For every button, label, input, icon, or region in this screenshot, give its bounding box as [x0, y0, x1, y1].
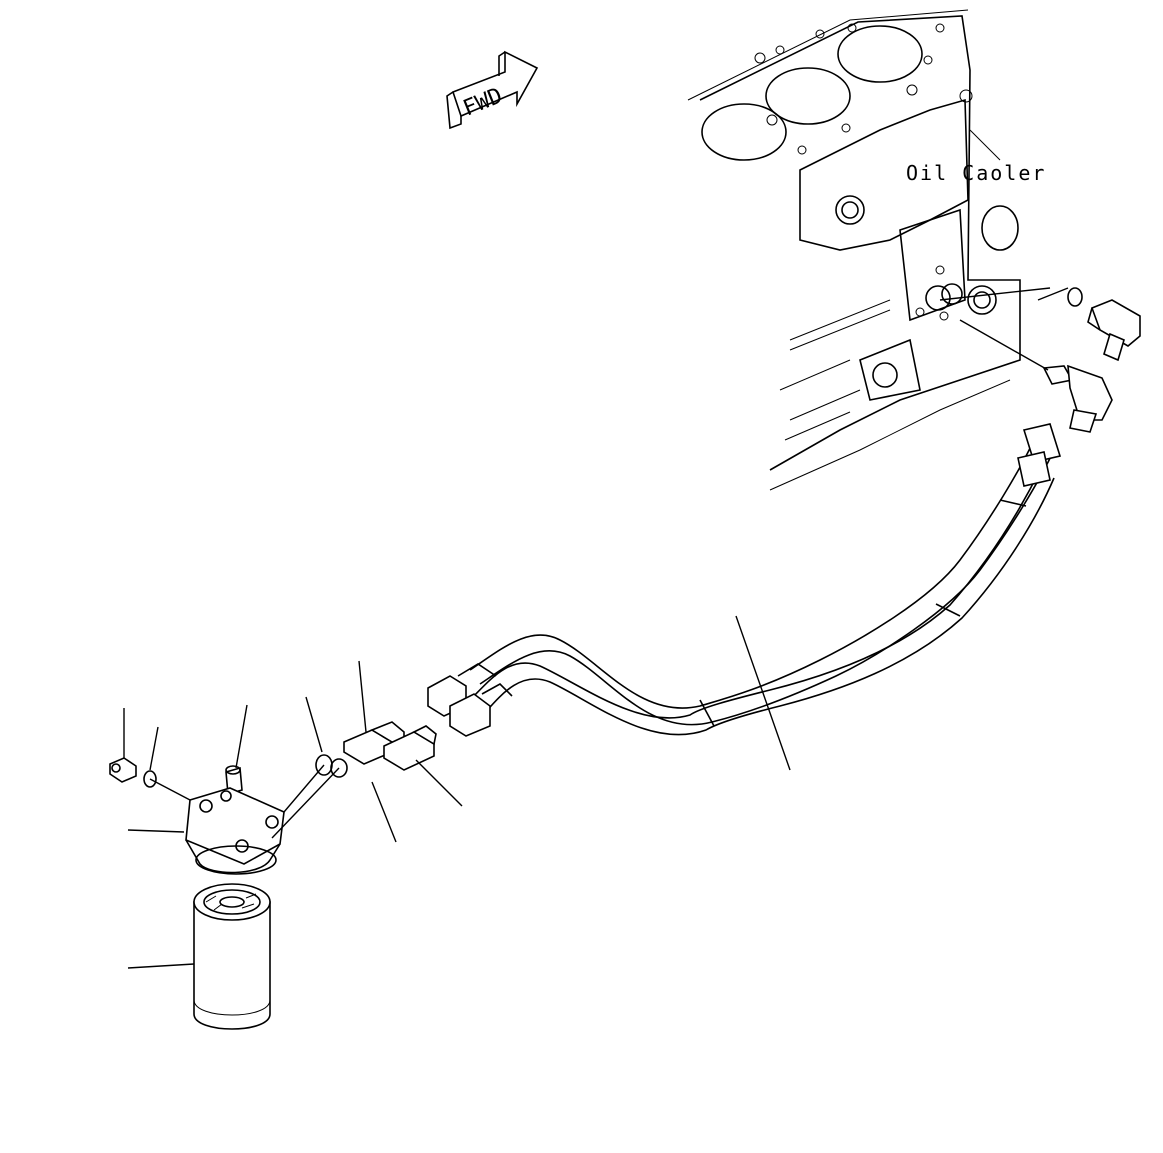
- engine-block: [687, 9, 1021, 491]
- straight-adapter-upper: [343, 721, 405, 765]
- upper-o-ring: [1067, 287, 1083, 307]
- lower-elbow-fitting: [1042, 364, 1113, 433]
- plug-o-ring: [143, 770, 157, 788]
- hose-end-nuts: [427, 663, 513, 737]
- upper-elbow-fitting: [1087, 299, 1141, 362]
- oil-filter-cartridge: [193, 883, 271, 1030]
- filter-head: [185, 787, 285, 875]
- oil-cooler-hoses: [469, 423, 1062, 736]
- plug-bolt: [109, 757, 137, 783]
- fwd-arrow-icon: FWD: [446, 50, 539, 130]
- o-ring-lower: [330, 758, 348, 778]
- oil-cooler-label: Oil Caoler: [906, 161, 1046, 185]
- fwd-label: FWD: [460, 83, 506, 121]
- leader-lines: [123, 287, 1069, 969]
- straight-adapter-lower: [383, 725, 437, 771]
